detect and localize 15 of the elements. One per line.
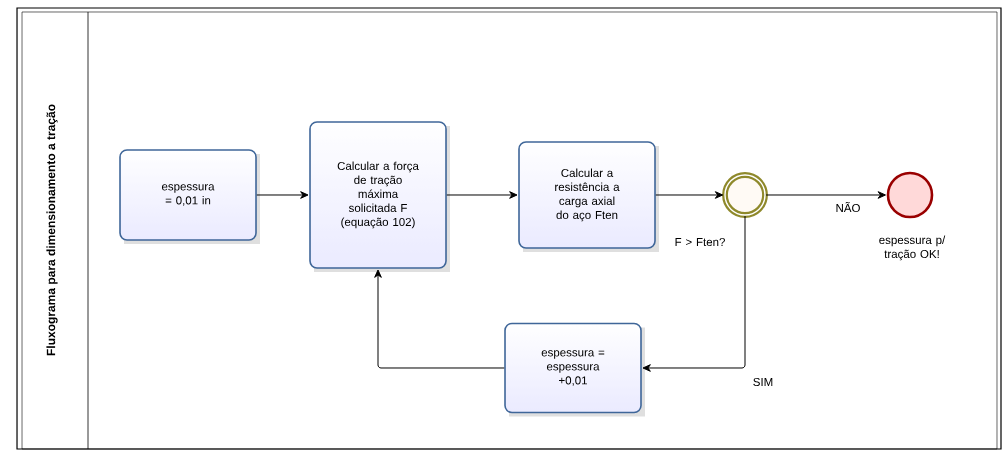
process-box: Calcular a força de tração máxima solicitada F (equação 102)	[309, 121, 447, 269]
arrow	[374, 269, 505, 369]
edge-label: SIM	[751, 376, 775, 388]
process-box: espessura = 0,01 in	[119, 149, 257, 241]
process-box: espessura = espessura +0,01	[504, 322, 642, 414]
arrow	[765, 191, 886, 199]
node-caption: espessura p/ tração OK!	[879, 235, 946, 261]
arrow	[446, 191, 518, 199]
process-box: Calcular a resistência a carga axial do aço Ften	[518, 141, 656, 249]
end-circle	[886, 171, 934, 219]
arrow	[655, 191, 724, 199]
arrow	[642, 215, 746, 372]
arrow	[256, 191, 309, 199]
node-caption: F > Ften?	[675, 237, 725, 247]
gateway-circle	[722, 172, 768, 218]
